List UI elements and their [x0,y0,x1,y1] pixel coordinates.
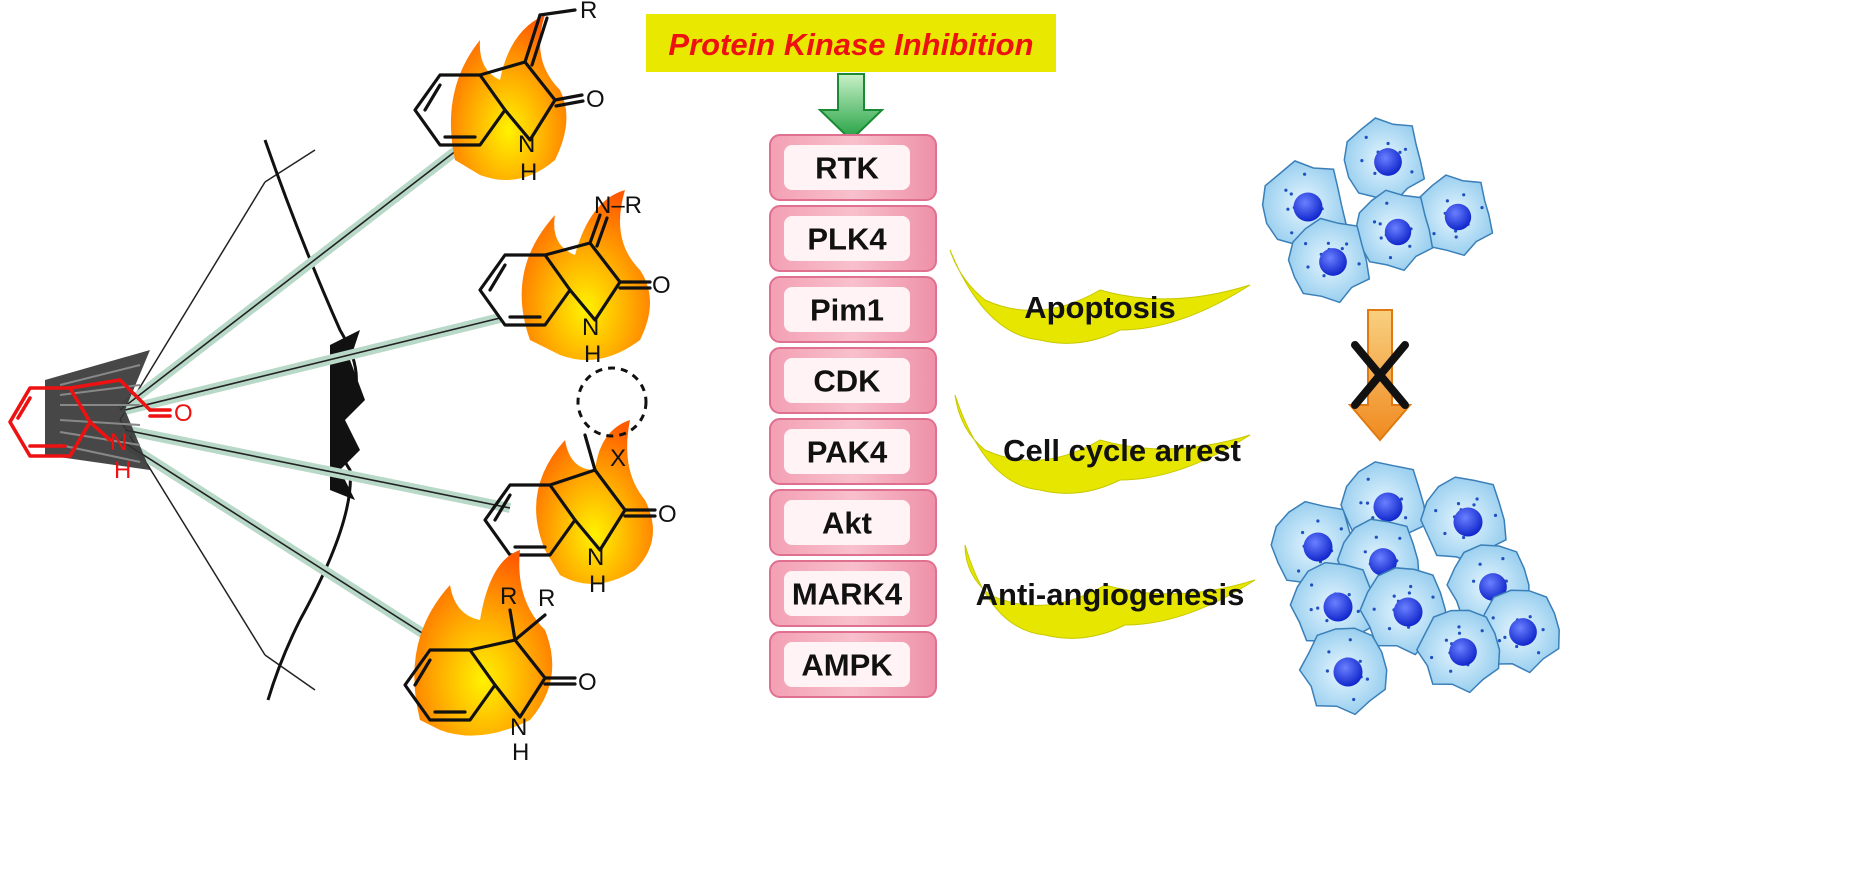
diagram-title: Protein Kinase Inhibition [668,27,1033,62]
d3-nitrogen-label: N [587,544,604,571]
nucleus [1323,592,1353,622]
effect-apoptosis-label: Apoptosis [1024,290,1176,325]
cell [1343,117,1426,204]
nucleus [1293,192,1323,222]
kinase-block: Akt [769,489,937,556]
nucleus [1393,597,1423,627]
d2-oxygen-label: O [652,272,671,299]
kinase-label: PLK4 [807,222,887,257]
nucleus [1374,148,1402,176]
spiro-ring-dashed [576,366,648,438]
kinase-block: MARK4 [769,560,937,627]
nucleus [1373,492,1403,522]
flame-icon [536,420,653,584]
kinase-label: Pim1 [810,293,884,328]
kinase-block: PLK4 [769,205,937,272]
derivative-spiro: X O N H [483,366,677,598]
d2-hydrogen-label: H [584,341,601,368]
kinase-label: RTK [815,151,879,186]
d4-hydrogen-label: H [512,739,529,766]
d1-substituent-label: R [580,0,597,24]
cross-icon [1351,341,1409,409]
nucleus [1333,657,1363,687]
nucleus [1453,507,1483,537]
cell [1287,217,1371,304]
d1-hydrogen-label: H [520,159,537,186]
derivative-disubstituted: R R O N H [403,550,597,766]
effect-anti-angiogenesis-label: Anti-angiogenesis [976,577,1245,612]
nucleus [1303,532,1333,562]
core-nitrogen-label: N [110,429,127,456]
cell [1415,609,1501,694]
d4-oxygen-label: O [578,669,597,696]
kinase-label: Akt [822,506,872,541]
cell-cluster-normal [1261,117,1494,304]
kinase-block: PAK4 [769,418,937,485]
effect-cell-cycle-arrest-label: Cell cycle arrest [1003,433,1241,468]
cell [1419,476,1507,566]
core-oxygen-label: O [174,400,193,427]
down-arrow [817,73,885,142]
kinase-label: AMPK [801,648,893,683]
derivative-imine: N–R O N H [478,190,671,368]
effect-anti-angiogenesis: Anti-angiogenesis [964,544,1256,639]
kinase-block: RTK [769,134,937,201]
d3-hydrogen-label: H [589,571,606,598]
d4-nitrogen-label: N [510,714,527,741]
flame-icon [450,15,567,180]
nucleus [1369,548,1397,576]
nucleus [1449,638,1477,666]
kinase-block: CDK [769,347,937,414]
cell [1354,189,1434,272]
kinase-block: AMPK [769,631,937,698]
kinase-label: PAK4 [807,435,888,470]
flame-icon [521,190,650,360]
cell [1298,627,1388,716]
d3-substituent-label: X [610,445,626,472]
kinase-block: Pim1 [769,276,937,343]
core-hydrogen-label: H [114,457,131,484]
cell [1359,567,1447,656]
cell-cluster-proliferated [1270,461,1560,716]
kinase-label: MARK4 [792,577,903,612]
d3-oxygen-label: O [658,501,677,528]
nucleus [1384,218,1412,246]
nucleus [1509,618,1537,646]
d4-substituent-1-label: R [500,583,517,610]
d1-oxygen-label: O [586,86,605,113]
bow-framework [45,136,511,701]
derivative-alkylidene: R O N H [413,0,605,186]
d2-substituent-label: N–R [594,192,642,219]
effect-cell-cycle-arrest: Cell cycle arrest [954,394,1251,494]
d1-nitrogen-label: N [518,131,535,158]
kinase-label: CDK [813,364,881,399]
nucleus [1319,248,1347,276]
block-arrow [1347,309,1413,442]
d2-nitrogen-label: N [582,314,599,341]
nucleus [1444,203,1472,231]
effect-apoptosis: Apoptosis [949,249,1251,344]
flame-icon [414,550,553,736]
d4-substituent-2-label: R [538,585,555,612]
title-banner: Protein Kinase Inhibition [646,14,1056,72]
core-oxindole-structure: O N H [8,378,193,484]
